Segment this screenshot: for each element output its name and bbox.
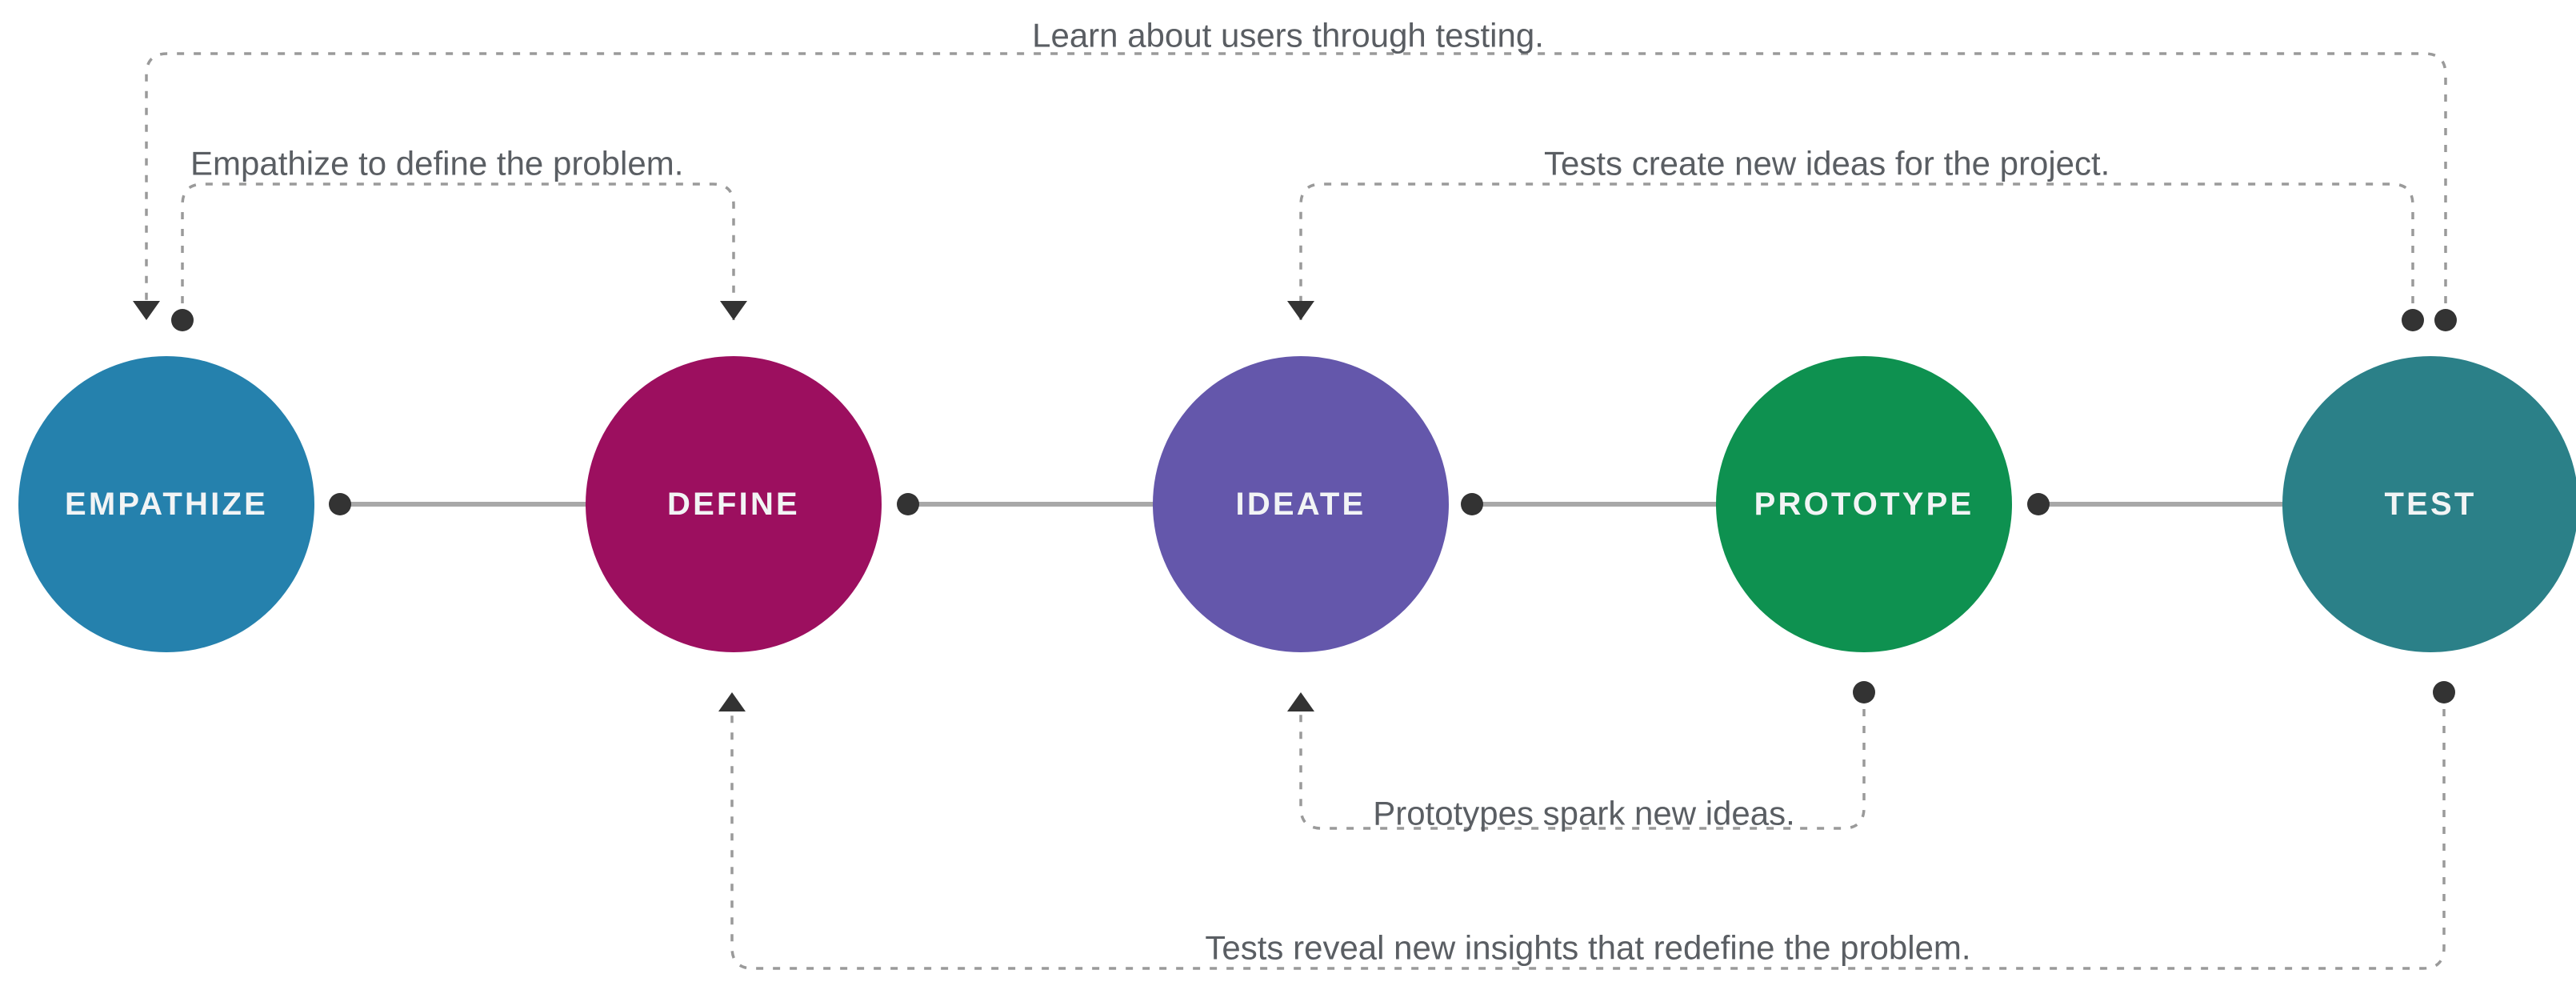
flow-source-dot-define-to-ideate <box>897 493 919 515</box>
loop-source-dot-prototypes-spark-new-ideas <box>1853 681 1875 703</box>
flow-source-dot-ideate-to-prototype <box>1461 493 1483 515</box>
annotation-learn-about-users: Learn about users through testing. <box>1032 16 1544 54</box>
stage-circle-prototype[interactable] <box>1716 356 2012 652</box>
stage-circle-test[interactable] <box>2282 356 2576 652</box>
stage-node-test[interactable]: TEST <box>2282 356 2576 652</box>
loop-arrowhead-prototypes-spark-new-ideas <box>1287 692 1314 711</box>
loop-source-dot-tests-create-new-ideas <box>2402 309 2424 331</box>
annotation-prototypes-spark-new-ideas: Prototypes spark new ideas. <box>1373 794 1795 832</box>
loop-arrowhead-tests-reveal-new-insights <box>718 692 746 711</box>
feedback-path-empathize-to-define-problem <box>171 182 747 331</box>
annotation-tests-reveal-new-insights: Tests reveal new insights that redefine … <box>1205 928 1970 966</box>
feedback-loop-paths <box>133 52 2457 970</box>
loop-arrowhead-tests-create-new-ideas <box>1287 301 1314 320</box>
feedback-path-prototypes-spark-new-ideas <box>1287 681 1875 830</box>
stage-circle-empathize[interactable] <box>18 356 314 652</box>
feedback-path-tests-create-new-ideas <box>1287 182 2424 331</box>
flow-connector-prototype-to-test <box>2027 492 2314 516</box>
stage-circle-define[interactable] <box>586 356 882 652</box>
stage-node-prototype[interactable]: PROTOTYPE <box>1716 356 2012 652</box>
stage-label-define: DEFINE <box>667 487 800 522</box>
loop-source-dot-tests-reveal-new-insights <box>2433 681 2455 703</box>
feedback-path-learn-about-users <box>133 52 2457 331</box>
loop-source-dot-empathize-to-define-problem <box>171 309 194 331</box>
stage-label-empathize: EMPATHIZE <box>65 487 268 522</box>
stage-circle-ideate[interactable] <box>1153 356 1449 652</box>
annotation-tests-create-new-ideas: Tests create new ideas for the project. <box>1544 144 2110 182</box>
flow-source-dot-empathize-to-define <box>329 493 351 515</box>
stage-node-empathize[interactable]: EMPATHIZE <box>18 356 314 652</box>
loop-arrowhead-learn-about-users <box>133 301 160 320</box>
feedback-loop-labels: Learn about users through testing. Empath… <box>190 16 2110 966</box>
flow-connector-define-to-ideate <box>897 492 1184 516</box>
flow-source-dot-prototype-to-test <box>2027 493 2050 515</box>
flow-connector-ideate-to-prototype <box>1461 492 1748 516</box>
stage-node-define[interactable]: DEFINE <box>586 356 882 652</box>
loop-arrowhead-empathize-to-define-problem <box>720 301 747 320</box>
flow-connector-empathize-to-define <box>329 492 616 516</box>
stage-label-test: TEST <box>2384 487 2476 522</box>
stage-label-prototype: PROTOTYPE <box>1754 487 1974 522</box>
stage-node-ideate[interactable]: IDEATE <box>1153 356 1449 652</box>
loop-source-dot-learn-about-users <box>2434 309 2457 331</box>
annotation-empathize-to-define-problem: Empathize to define the problem. <box>190 144 683 182</box>
feedback-path-tests-reveal-new-insights <box>718 681 2455 970</box>
stage-label-ideate: IDEATE <box>1236 487 1366 522</box>
stage-nodes: EMPATHIZE DEFINE IDEATE PROTOTYPE TEST <box>18 356 2576 652</box>
